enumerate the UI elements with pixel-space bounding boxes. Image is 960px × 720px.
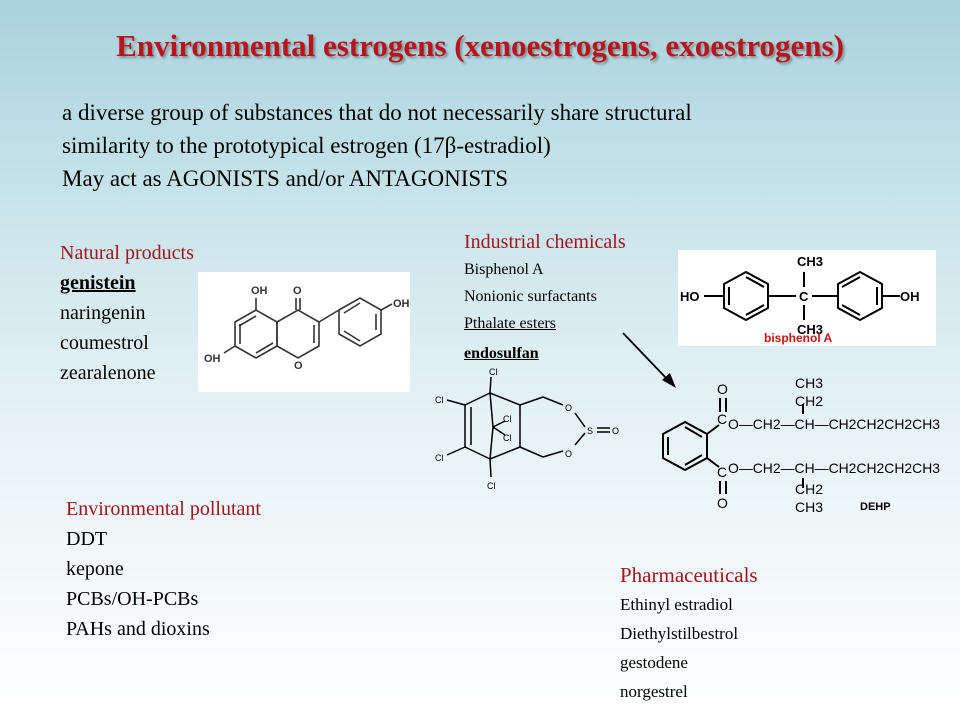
dehp-carbonyl-o-lower: O bbox=[717, 495, 728, 511]
genistein-carbonyl-o: O bbox=[293, 285, 302, 297]
bisphenol-ch3-bottom: CH3 bbox=[797, 322, 823, 337]
genistein-ring-o: O bbox=[294, 360, 303, 372]
intro-text: a diverse group of substances that do no… bbox=[62, 96, 692, 195]
environmental-pollutant-title: Environmental pollutant bbox=[66, 498, 261, 520]
genistein-oh-2: OH bbox=[204, 353, 221, 365]
endosulfan-cl-2: Cl bbox=[435, 395, 444, 405]
natural-item-genistein: genistein bbox=[60, 272, 136, 294]
natural-item-naringenin: naringenin bbox=[60, 302, 146, 324]
endosulfan-cl-4: Cl bbox=[503, 414, 512, 424]
environmental-pollutant-group: Environmental pollutant DDT kepone PCBs/… bbox=[66, 494, 261, 644]
bisphenol-oh: OH bbox=[900, 289, 920, 304]
intro-line-3: May act as AGONISTS and/or ANTAGONISTS bbox=[62, 166, 508, 191]
pollutant-item-ddt: DDT bbox=[66, 528, 108, 550]
genistein-structure: OH OH OH O O bbox=[198, 272, 410, 392]
bisphenol-ch3-top: CH3 bbox=[797, 254, 823, 269]
endosulfan-s: S bbox=[587, 426, 593, 436]
dehp-lower-chain: O—CH2—CH—CH2CH2CH2CH3 bbox=[728, 460, 940, 476]
industrial-item-endosulfan: endosulfan bbox=[464, 345, 539, 362]
industrial-chemicals-title: Industrial chemicals bbox=[464, 231, 626, 253]
dehp-carbonyl-c-upper: C bbox=[717, 411, 727, 427]
dehp-branch-ch3-lower: CH3 bbox=[795, 499, 823, 515]
dehp-structure: C C O O O—CH2—CH—CH2CH2CH2CH3 O—CH2—CH—C… bbox=[662, 375, 940, 515]
endosulfan-cl-3: Cl bbox=[435, 453, 444, 463]
dehp-branch-ch2-lower: CH2 bbox=[795, 481, 823, 497]
dehp-branch-ch2-upper: CH2 bbox=[795, 393, 823, 409]
pollutant-item-kepone: kepone bbox=[66, 558, 124, 580]
endosulfan-cl-5: Cl bbox=[503, 433, 512, 443]
natural-products-title: Natural products bbox=[60, 242, 194, 264]
dehp-carbonyl-o-upper: O bbox=[717, 381, 728, 397]
intro-line-2: similarity to the prototypical estrogen … bbox=[62, 133, 551, 158]
bisphenol-caption: bisphenol A bbox=[764, 331, 833, 345]
dehp-caption: DEHP bbox=[860, 501, 891, 513]
industrial-item-nonionic-surfactants: Nonionic surfactants bbox=[464, 288, 597, 305]
industrial-item-bisphenol-a: Bisphenol A bbox=[464, 261, 544, 278]
natural-item-zearalenone: zearalenone bbox=[60, 362, 156, 384]
dehp-upper-chain: O—CH2—CH—CH2CH2CH2CH3 bbox=[728, 416, 940, 432]
genistein-oh-3: OH bbox=[393, 298, 410, 310]
natural-item-coumestrol: coumestrol bbox=[60, 332, 149, 354]
dehp-branch-ch3-upper: CH3 bbox=[795, 375, 823, 391]
pharma-item-diethylstilbestrol: Diethylstilbestrol bbox=[620, 624, 739, 643]
endosulfan-cl-6: Cl bbox=[487, 481, 496, 491]
pollutant-item-pahs-dioxins: PAHs and dioxins bbox=[66, 618, 210, 640]
bisphenol-ho: HO bbox=[680, 289, 700, 304]
industrial-item-pthalate-esters: Pthalate esters bbox=[464, 315, 556, 332]
intro-line-1: a diverse group of substances that do no… bbox=[62, 100, 692, 125]
dehp-carbonyl-c-lower: C bbox=[717, 464, 727, 480]
pharma-item-norgestrel: norgestrel bbox=[620, 682, 688, 701]
pharmaceuticals-title: Pharmaceuticals bbox=[620, 563, 758, 587]
genistein-oh-1: OH bbox=[251, 285, 268, 297]
slide-title: Environmental estrogens (xenoestrogens, … bbox=[116, 28, 844, 63]
natural-products-group: Natural products genistein naringenin co… bbox=[60, 238, 194, 388]
endosulfan-o-2: O bbox=[565, 449, 572, 459]
pharma-item-gestodene: gestodene bbox=[620, 653, 688, 672]
endosulfan-structure: Cl Cl Cl Cl Cl Cl O O S O bbox=[435, 367, 619, 491]
bisphenol-central-c: C bbox=[799, 289, 809, 304]
pollutant-item-pcbs: PCBs/OH-PCBs bbox=[66, 588, 199, 610]
arrow-pointer-icon bbox=[622, 332, 676, 388]
bisphenol-a-structure: HO OH C CH3 CH3 bisphenol A bbox=[678, 250, 936, 346]
pharmaceuticals-group: Pharmaceuticals Ethinyl estradiol Diethy… bbox=[620, 560, 758, 706]
endosulfan-o-3: O bbox=[612, 426, 619, 436]
endosulfan-cl-1: Cl bbox=[489, 367, 498, 377]
pharma-item-ethinyl-estradiol: Ethinyl estradiol bbox=[620, 595, 733, 614]
industrial-chemicals-group: Industrial chemicals Bisphenol A Nonioni… bbox=[464, 228, 626, 367]
endosulfan-o-1: O bbox=[565, 403, 572, 413]
